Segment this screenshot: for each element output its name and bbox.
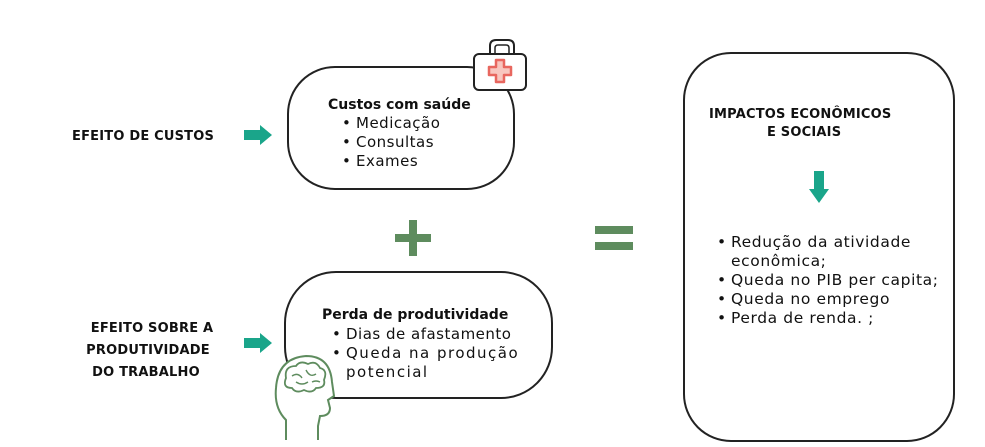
list-item: Redução da atividade econômica; <box>715 233 943 271</box>
equals-operator <box>595 226 633 250</box>
label-efeito-de-custos: EFEITO DE CUSTOS <box>72 129 215 144</box>
label-line: EFEITO SOBRE A <box>90 321 214 336</box>
list-item: Queda no emprego <box>715 290 943 309</box>
right-arrow-icon <box>244 125 272 145</box>
list-item: Dias de afastamento <box>330 325 530 344</box>
list-item: Medicação <box>340 114 471 133</box>
impacts-list: Redução da atividade econômica; Queda no… <box>715 233 943 328</box>
first-aid-kit-icon <box>473 39 527 91</box>
down-arrow-icon <box>809 171 829 203</box>
title-line: IMPACTOS ECONÔMICOS <box>709 107 892 122</box>
impacts-box-title: IMPACTOS ECONÔMICOS E SOCIAIS <box>709 106 929 142</box>
right-arrow-icon <box>244 333 272 353</box>
list-item: Perda de renda. ; <box>715 309 943 328</box>
label-line: PRODUTIVIDADE <box>86 343 210 358</box>
list-item: Queda no PIB per capita; <box>715 271 943 290</box>
label-line: DO TRABALHO <box>92 365 200 380</box>
plus-operator <box>395 220 431 256</box>
list-item: Exames <box>340 152 471 171</box>
productivity-list: Dias de afastamento Queda na produção po… <box>330 325 530 382</box>
list-item: Queda na produção potencial <box>330 344 530 382</box>
impacts-box: IMPACTOS ECONÔMICOS E SOCIAIS Redução da… <box>683 52 955 442</box>
title-line: E SOCIAIS <box>767 125 842 140</box>
costs-box-title: Custos com saúde <box>328 97 471 113</box>
costs-list: Medicação Consultas Exames <box>340 114 471 171</box>
productivity-box-title: Perda de produtividade <box>322 307 509 323</box>
head-brain-icon <box>274 354 336 440</box>
list-item: Consultas <box>340 133 471 152</box>
label-efeito-sobre-produtividade: EFEITO SOBRE A PRODUTIVIDADE DO TRABALHO <box>72 318 232 384</box>
